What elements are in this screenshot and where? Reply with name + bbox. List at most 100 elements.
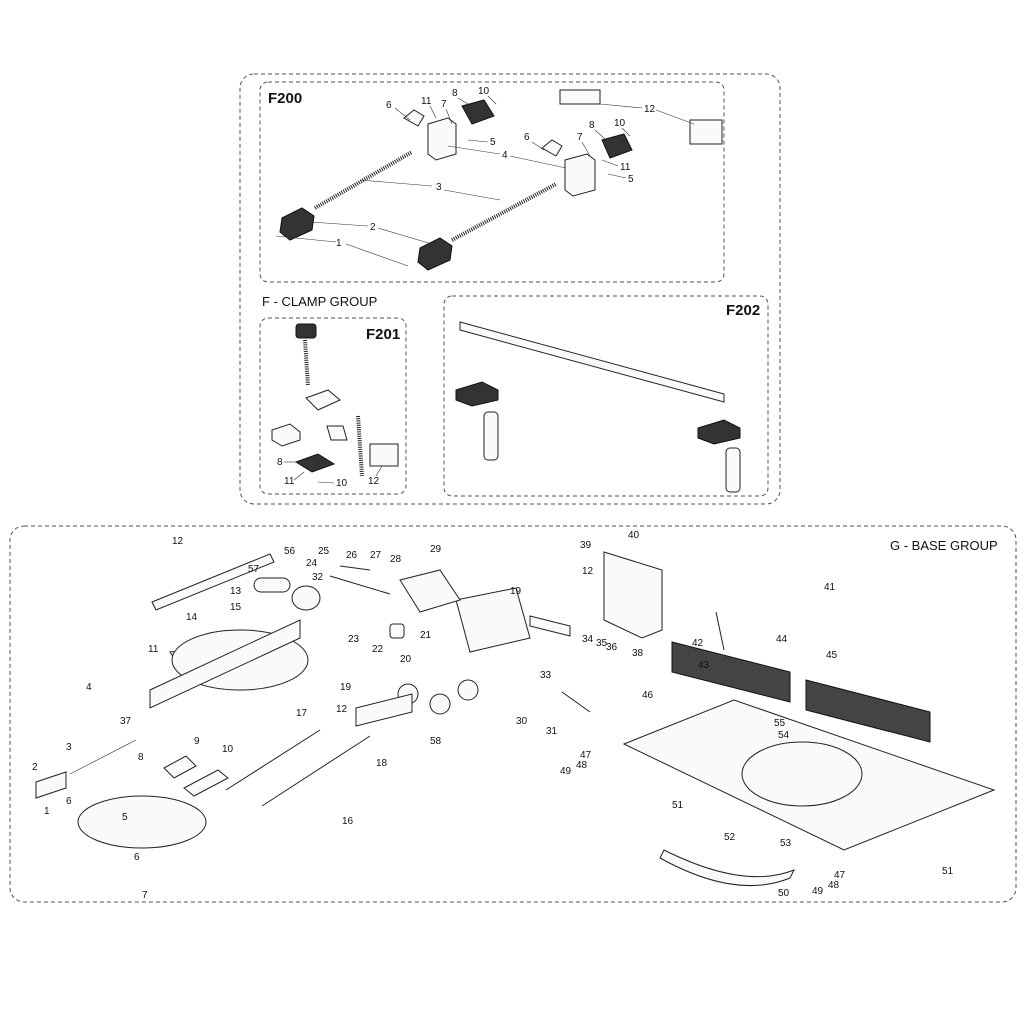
base-callout-25: 25 xyxy=(318,546,330,557)
base-callout-8: 8 xyxy=(138,752,144,763)
tube-17 xyxy=(225,729,321,791)
base-callout-51b: 51 xyxy=(942,866,954,877)
callout-7: 7 xyxy=(441,99,447,110)
callout-6: 6 xyxy=(386,100,392,111)
f200-jaw-a xyxy=(559,89,601,105)
leader xyxy=(375,465,383,477)
leader xyxy=(377,227,433,245)
base-callout-37: 37 xyxy=(120,716,132,727)
leader xyxy=(445,108,453,125)
clamp-group: F - CLAMP GROUP F200 1 xyxy=(239,73,781,505)
base-callout-56: 56 xyxy=(284,546,296,557)
base-callout-5: 5 xyxy=(122,812,128,823)
plate-58 xyxy=(355,693,413,727)
base-callout-19b: 19 xyxy=(340,682,352,693)
base-callout-53: 53 xyxy=(780,838,792,849)
f201-screw xyxy=(303,339,310,387)
base-callout-19: 19 xyxy=(510,586,522,597)
f200-jaw-b xyxy=(689,119,723,145)
f200-rod-right xyxy=(451,182,557,242)
f201-rod xyxy=(356,415,364,477)
base-callout-36: 36 xyxy=(606,642,618,653)
callout-7b: 7 xyxy=(577,132,583,143)
base-callout-12c: 12 xyxy=(582,566,594,577)
base-callout-10: 10 xyxy=(222,744,234,755)
leader xyxy=(531,141,545,151)
leader xyxy=(607,173,627,179)
spring-32 xyxy=(291,585,321,611)
leader xyxy=(317,481,335,484)
f200-bracket-right xyxy=(564,153,596,197)
leader xyxy=(655,109,695,125)
leader xyxy=(599,103,643,109)
f201-plate xyxy=(294,453,336,473)
leader xyxy=(509,155,567,169)
base-callout-11: 11 xyxy=(148,644,159,655)
callout-5: 5 xyxy=(490,137,496,148)
base-callout-49b: 49 xyxy=(812,886,824,897)
rod-3 xyxy=(69,739,137,775)
bolt-31 xyxy=(561,691,591,713)
base-callout-41: 41 xyxy=(824,582,836,593)
f201-block xyxy=(271,423,301,447)
bushing-20c xyxy=(457,679,479,701)
f202-clamp-left xyxy=(455,381,499,407)
f201-body xyxy=(305,389,341,411)
base-group-title: G - BASE GROUP xyxy=(890,538,998,553)
base-callouts: 1 2 3 4 5 6 6 7 8 9 10 11 12 12 12 13 14… xyxy=(32,530,954,901)
fence-strip xyxy=(151,553,275,611)
leader xyxy=(309,221,369,227)
leader xyxy=(359,179,433,187)
base-callout-23: 23 xyxy=(348,634,360,645)
leader xyxy=(601,159,619,167)
panel-f200-border xyxy=(259,81,725,283)
base-callout-4: 4 xyxy=(86,682,92,693)
panel-f201: F201 8 11 10 12 xyxy=(259,317,407,495)
leader xyxy=(345,243,409,267)
f200-knob-left xyxy=(279,207,315,241)
panel-f201-border xyxy=(259,317,407,495)
f200-bracket-left xyxy=(427,117,457,161)
base-callout-14: 14 xyxy=(186,612,198,623)
scale-50 xyxy=(659,849,796,887)
base-callout-58: 58 xyxy=(430,736,442,747)
base-callout-28: 28 xyxy=(390,554,402,565)
f202-post-right xyxy=(725,447,741,493)
base-callout-44: 44 xyxy=(776,634,788,645)
base-callout-57: 57 xyxy=(248,564,260,575)
base-callout-9: 9 xyxy=(194,736,200,747)
panel-f200-title: F200 xyxy=(268,90,302,107)
f200-knob-right xyxy=(417,237,453,271)
base-callout-51: 51 xyxy=(672,800,684,811)
shaft-24 xyxy=(329,575,391,595)
f202-clamp-right xyxy=(697,419,741,445)
base-callout-6b: 6 xyxy=(134,852,140,863)
ring-5 xyxy=(77,795,207,849)
bushing-22 xyxy=(389,623,405,639)
callout-8: 8 xyxy=(452,88,458,99)
fence-bracket-39 xyxy=(603,551,663,639)
bushing-20b xyxy=(429,693,451,715)
base-callout-32: 32 xyxy=(312,572,324,583)
plate-10 xyxy=(183,769,229,797)
fence-45 xyxy=(805,679,931,743)
pivot-housing-19 xyxy=(455,587,531,653)
base-callout-54: 54 xyxy=(778,730,790,741)
leader xyxy=(447,145,501,155)
base-callout-38: 38 xyxy=(632,648,644,659)
table-arm xyxy=(149,619,301,709)
callout-10: 10 xyxy=(478,86,490,97)
handle-2 xyxy=(35,771,67,799)
leader xyxy=(275,235,337,243)
base-callout-48b: 48 xyxy=(828,880,840,891)
base-callout-3: 3 xyxy=(66,742,72,753)
turntable xyxy=(741,741,863,807)
base-callout-27: 27 xyxy=(370,550,382,561)
pin-25 xyxy=(339,565,371,571)
callout-12: 12 xyxy=(644,104,656,115)
leader xyxy=(394,107,411,121)
base-callout-2: 2 xyxy=(32,762,38,773)
callout-3: 3 xyxy=(436,182,442,193)
base-callout-49: 49 xyxy=(560,766,572,777)
callout-10b: 10 xyxy=(614,118,626,129)
